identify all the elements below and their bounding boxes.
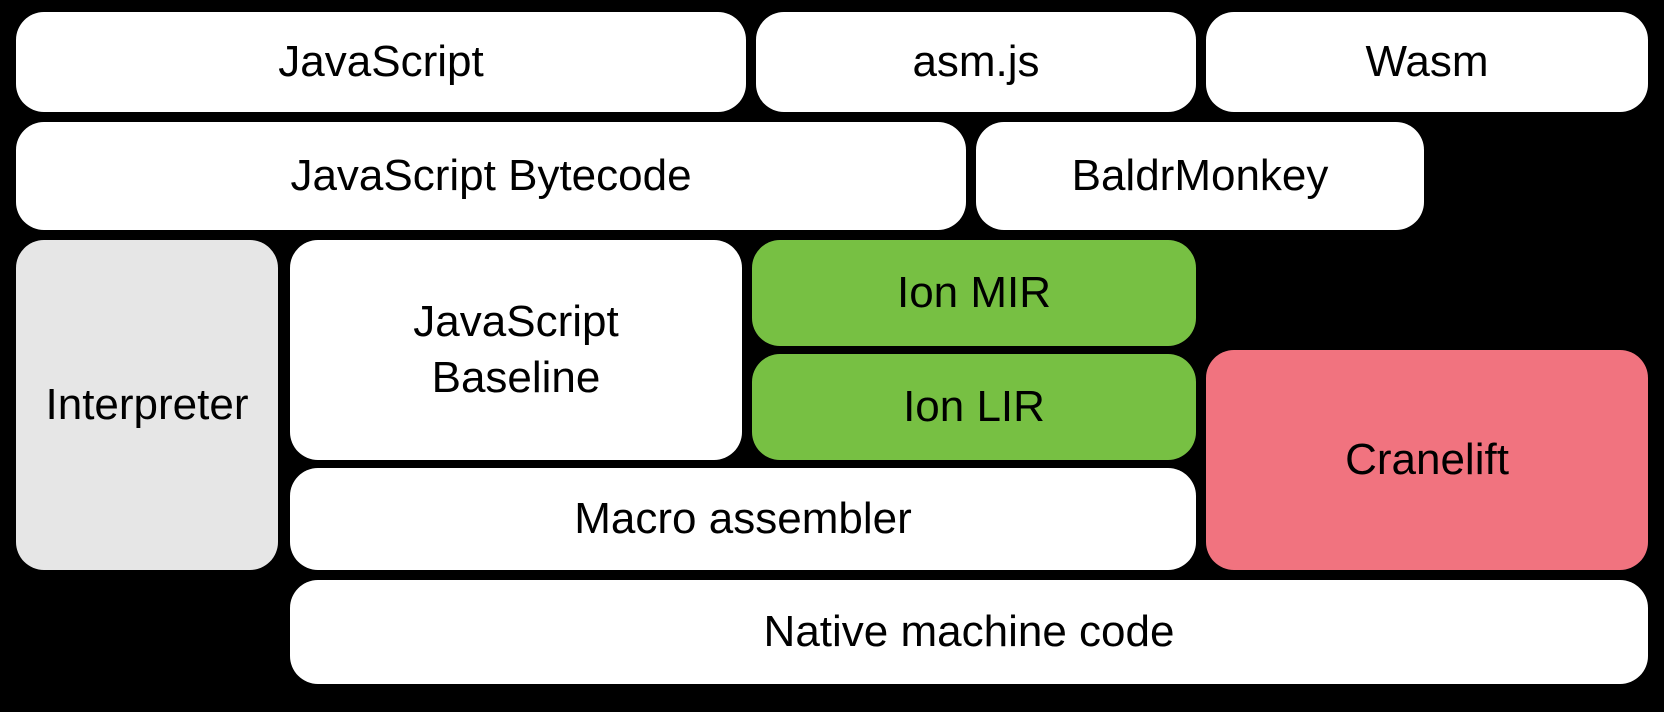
block-ion-lir: Ion LIR: [752, 354, 1196, 460]
block-cranelift: Cranelift: [1206, 350, 1648, 570]
block-macro-assembler-label: Macro assembler: [574, 493, 912, 543]
block-interpreter: Interpreter: [16, 240, 278, 570]
block-javascript-baseline: JavaScript Baseline: [290, 240, 742, 460]
block-asm-js: asm.js: [756, 12, 1196, 112]
block-ion-lir-label: Ion LIR: [903, 381, 1045, 431]
block-native-machine-code-label: Native machine code: [763, 606, 1175, 656]
block-interpreter-label: Interpreter: [45, 379, 249, 429]
block-asm-js-label: asm.js: [912, 36, 1040, 86]
block-cranelift-label: Cranelift: [1345, 434, 1509, 484]
block-javascript-bytecode-label: JavaScript Bytecode: [290, 150, 692, 200]
block-javascript-label: JavaScript: [278, 36, 484, 86]
block-ion-mir: Ion MIR: [752, 240, 1196, 346]
block-baldrmonkey-label: BaldrMonkey: [1071, 150, 1329, 200]
block-native-machine-code: Native machine code: [290, 580, 1648, 684]
block-wasm-label: Wasm: [1365, 36, 1489, 86]
block-wasm: Wasm: [1206, 12, 1648, 112]
block-javascript-bytecode: JavaScript Bytecode: [16, 122, 966, 230]
block-javascript: JavaScript: [16, 12, 746, 112]
block-baldrmonkey: BaldrMonkey: [976, 122, 1424, 230]
block-ion-mir-label: Ion MIR: [896, 267, 1052, 317]
block-javascript-baseline-label: JavaScript Baseline: [413, 296, 619, 402]
block-macro-assembler: Macro assembler: [290, 468, 1196, 570]
